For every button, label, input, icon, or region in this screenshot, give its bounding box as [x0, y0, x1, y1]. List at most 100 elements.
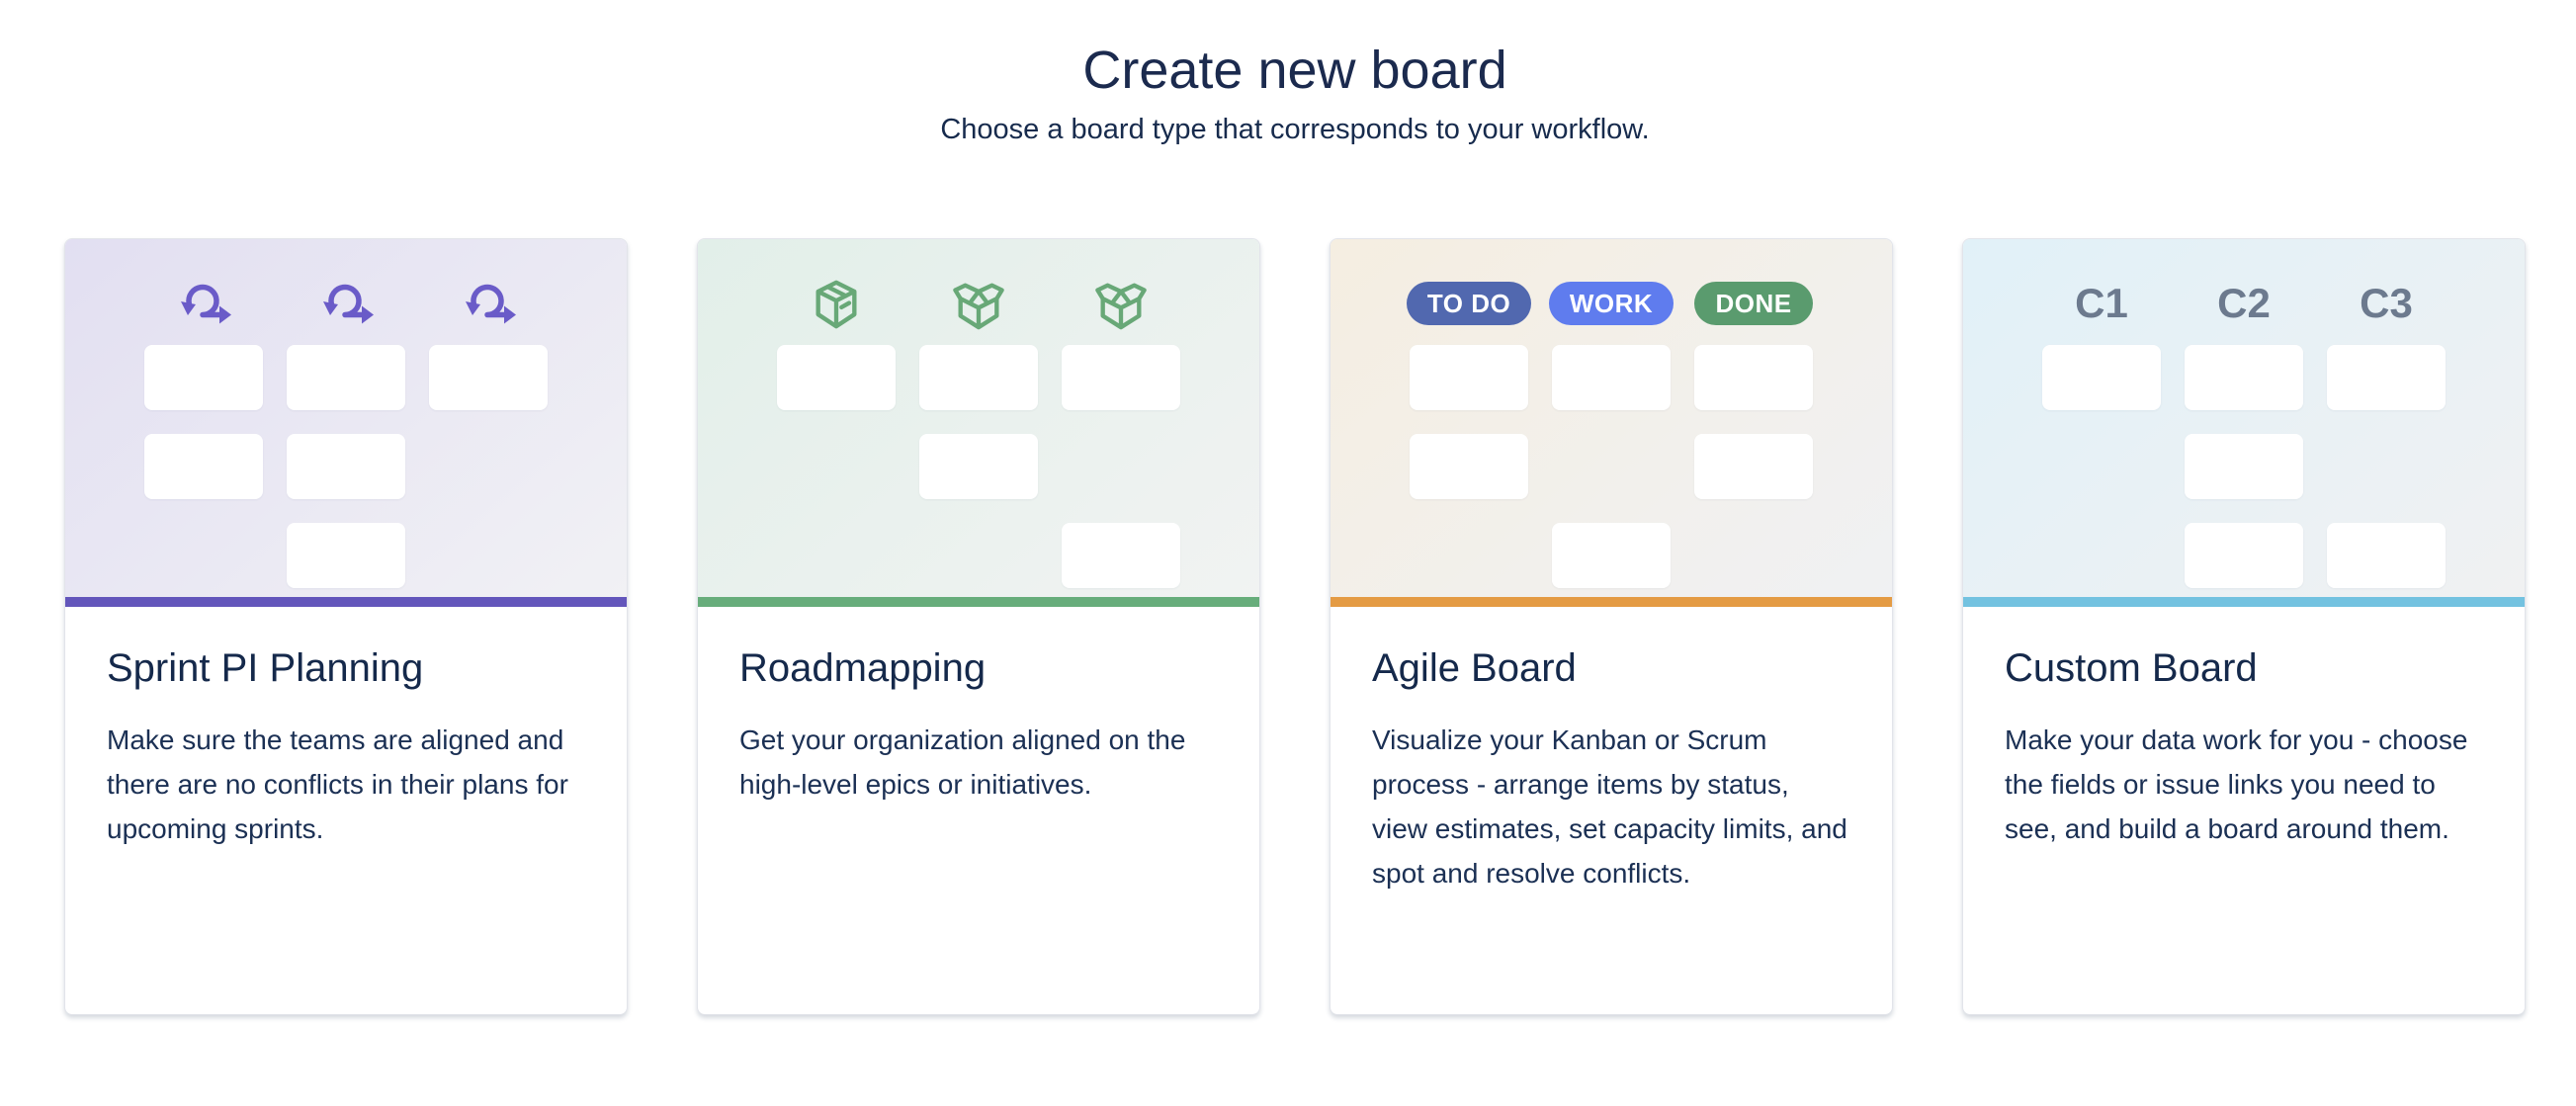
package-closed-icon: [810, 278, 863, 331]
column-label-c1: C1: [2075, 280, 2128, 327]
box-cell: [429, 345, 548, 411]
placeholder-card-box: [144, 434, 263, 500]
placeholder-card-box: [2327, 345, 2446, 411]
box-cell: [1410, 345, 1528, 411]
empty-cell: [919, 523, 1038, 588]
box-cell: [2327, 523, 2446, 589]
card-description: Make your data work for you - choose the…: [2005, 724, 2468, 845]
page-subtitle: Choose a board type that corresponds to …: [940, 114, 1650, 146]
preview-box-grid: [1331, 345, 1892, 589]
empty-cell: [777, 523, 896, 588]
placeholder-card-box: [1694, 345, 1813, 411]
preview-column-headers: C1 C2 C3: [1963, 278, 2525, 329]
status-pill-work: WORK: [1548, 282, 1674, 326]
empty-cell: [2327, 434, 2446, 499]
card-accent-bar: [1331, 597, 1892, 608]
preview-box-grid: [1963, 345, 2525, 589]
empty-cell: [144, 523, 263, 588]
placeholder-card-box: [919, 434, 1038, 500]
column-label-c3: C3: [2360, 280, 2413, 327]
card-accent-bar: [65, 597, 627, 608]
card-text: Roadmapping Get your organization aligne…: [698, 607, 1259, 807]
column-label-c2: C2: [2217, 280, 2271, 327]
box-cell: [2042, 345, 2161, 411]
placeholder-card-box: [2042, 345, 2161, 411]
empty-cell: [777, 434, 896, 499]
card-description: Make sure the teams are aligned and ther…: [107, 724, 568, 845]
board-card-custom-board[interactable]: C1 C2 C3 Custom Board Make your data work …: [1962, 238, 2526, 1016]
sprint-icon: [318, 282, 374, 325]
empty-cell: [1552, 434, 1671, 499]
status-pill-done: DONE: [1694, 282, 1813, 326]
package-open-icon: [1094, 278, 1148, 331]
placeholder-card-box: [287, 434, 405, 500]
placeholder-card-box: [144, 345, 263, 411]
box-cell: [2185, 345, 2303, 411]
placeholder-card-box: [2185, 345, 2303, 411]
box-cell: [1410, 434, 1528, 500]
preview-box-grid: [65, 345, 627, 589]
card-preview: [65, 239, 627, 598]
preview-column-headers: TO DO WORK DONE: [1331, 278, 1892, 329]
box-cell: [2327, 345, 2446, 411]
preview-box-grid: [698, 345, 1259, 589]
card-preview: [698, 239, 1259, 598]
card-description: Get your organization aligned on the hig…: [739, 724, 1186, 801]
card-preview: TO DO WORK DONE: [1331, 239, 1892, 598]
box-cell: [1062, 345, 1180, 411]
placeholder-card-box: [1552, 345, 1671, 411]
card-title: Agile Board: [1372, 646, 1577, 691]
card-title: Roadmapping: [739, 646, 987, 691]
empty-cell: [2042, 434, 2161, 499]
placeholder-card-box: [1694, 434, 1813, 500]
placeholder-card-box: [919, 345, 1038, 411]
card-title: Sprint PI Planning: [107, 646, 424, 691]
box-cell: [1694, 345, 1813, 411]
placeholder-card-box: [287, 345, 405, 411]
box-cell: [1694, 434, 1813, 500]
sprint-icon: [176, 282, 231, 325]
board-cards: Sprint PI Planning Make sure the teams a…: [64, 238, 2576, 1016]
box-cell: [1552, 345, 1671, 411]
box-cell: [2185, 523, 2303, 589]
box-cell: [287, 523, 405, 589]
empty-cell: [429, 434, 548, 499]
board-card-sprint-pi-planning[interactable]: Sprint PI Planning Make sure the teams a…: [64, 238, 628, 1016]
package-open-icon: [952, 278, 1005, 331]
card-text: Agile Board Visualize your Kanban or Scr…: [1331, 607, 1892, 895]
placeholder-card-box: [1410, 345, 1528, 411]
box-cell: [777, 345, 896, 411]
card-title: Custom Board: [2005, 646, 2258, 691]
empty-cell: [1062, 434, 1180, 499]
page-title: Create new board: [1082, 41, 1507, 100]
placeholder-card-box: [2185, 434, 2303, 500]
board-card-agile-board[interactable]: TO DO WORK DONE Agile Board Visualize your…: [1330, 238, 1893, 1016]
card-text: Sprint PI Planning Make sure the teams a…: [65, 607, 627, 851]
placeholder-card-box: [287, 523, 405, 589]
board-card-roadmapping[interactable]: Roadmapping Get your organization aligne…: [697, 238, 1260, 1016]
card-preview: C1 C2 C3: [1963, 239, 2525, 598]
card-accent-bar: [1963, 597, 2525, 608]
box-cell: [919, 434, 1038, 500]
box-cell: [287, 434, 405, 500]
placeholder-card-box: [777, 345, 896, 411]
placeholder-card-box: [429, 345, 548, 411]
empty-cell: [429, 523, 548, 588]
card-description: Visualize your Kanban or Scrum process -…: [1372, 724, 1847, 890]
box-cell: [1062, 523, 1180, 589]
card-text: Custom Board Make your data work for you…: [1963, 607, 2525, 851]
box-cell: [144, 434, 263, 500]
box-cell: [2185, 434, 2303, 500]
card-accent-bar: [698, 597, 1259, 608]
placeholder-card-box: [2327, 523, 2446, 589]
page-header: Create new board Choose a board type tha…: [64, 40, 2526, 146]
placeholder-card-box: [1410, 434, 1528, 500]
placeholder-card-box: [2185, 523, 2303, 589]
box-cell: [1552, 523, 1671, 589]
empty-cell: [2042, 523, 2161, 588]
status-pill-to-do: TO DO: [1406, 282, 1532, 326]
box-cell: [919, 345, 1038, 411]
box-cell: [287, 345, 405, 411]
placeholder-card-box: [1062, 345, 1180, 411]
box-cell: [144, 345, 263, 411]
